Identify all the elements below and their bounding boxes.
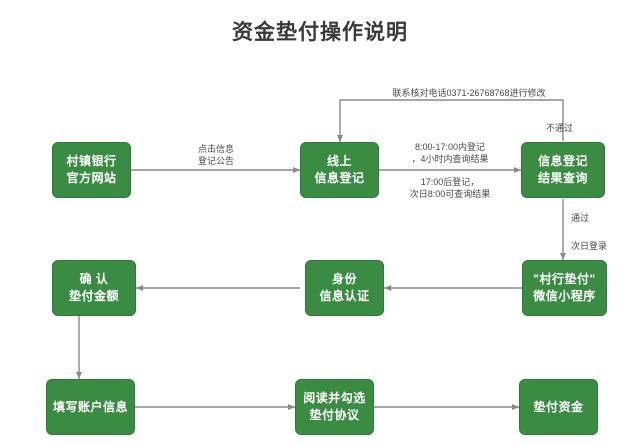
node-label-line1: "村行垫付" (533, 272, 596, 286)
edge-label-modify-contact: 联系核对电话0371-26768768进行修改 (392, 88, 546, 98)
node-online-registration[interactable]: 线上 信息登记 (300, 142, 379, 198)
node-label-line1: 身份 (331, 272, 357, 286)
node-result-query[interactable]: 信息登记 结果查询 (521, 142, 605, 198)
edge-label-query-timing-day: 8:00-17:00内登记 ，4小时内查询结果 (390, 141, 510, 165)
edge-label-passed: 通过 (571, 213, 590, 223)
edge-label-line1: 17:00后登记， (420, 177, 480, 187)
node-bank-website[interactable]: 村镇银行 官方网站 (52, 142, 131, 198)
edge-label-click-notice: 点击信息 登记公告 (176, 143, 256, 167)
node-label-line2: 垫付协议 (309, 408, 360, 422)
node-label-line1: 垫付资金 (533, 399, 584, 414)
node-label-line2: 结果查询 (537, 171, 588, 185)
node-label-line1: 村镇银行 (66, 154, 117, 168)
node-label-line2: 信息登记 (314, 171, 365, 185)
node-read-agreement[interactable]: 阅读并勾选 垫付协议 (295, 379, 374, 435)
node-label-line1: 信息登记 (537, 154, 588, 168)
edge-query-not-passed-loop (337, 99, 564, 142)
edge-label-query-timing-night: 17:00后登记， 次日8:00可查询结果 (390, 176, 510, 200)
edge-label-line2: 次日8:00可查询结果 (409, 189, 491, 199)
node-label-line2: 信息认证 (319, 289, 370, 303)
edge-label-next-day-login: 次日登录 (571, 241, 608, 251)
edge-label-line1: 点击信息 (197, 144, 234, 154)
node-label-line2: 垫付金额 (68, 289, 119, 303)
node-identity-auth[interactable]: 身份 信息认证 (305, 260, 384, 316)
node-label-line1: 确 认 (79, 272, 109, 286)
edge-label-not-passed: 不通过 (546, 123, 574, 133)
node-label-line1: 阅读并勾选 (303, 391, 366, 405)
node-label-line1: 线上 (326, 154, 352, 168)
page-title: 资金垫付操作说明 (232, 21, 408, 44)
node-confirm-amount[interactable]: 确 认 垫付金额 (52, 260, 136, 316)
edge-label-line2: ，4小时内查询结果 (411, 154, 489, 164)
node-label-line2: 微信小程序 (533, 289, 596, 303)
node-fill-account-info[interactable]: 填写账户信息 (46, 379, 135, 435)
edge-label-line1: 8:00-17:00内登记 (414, 142, 486, 152)
node-wechat-miniprogram[interactable]: "村行垫付" 微信小程序 (522, 260, 607, 316)
node-label-line2: 官方网站 (66, 171, 117, 185)
edge-label-line2: 登记公告 (197, 156, 234, 166)
node-label-line1: 填写账户信息 (52, 399, 128, 414)
node-advance-funds[interactable]: 垫付资金 (519, 379, 598, 435)
